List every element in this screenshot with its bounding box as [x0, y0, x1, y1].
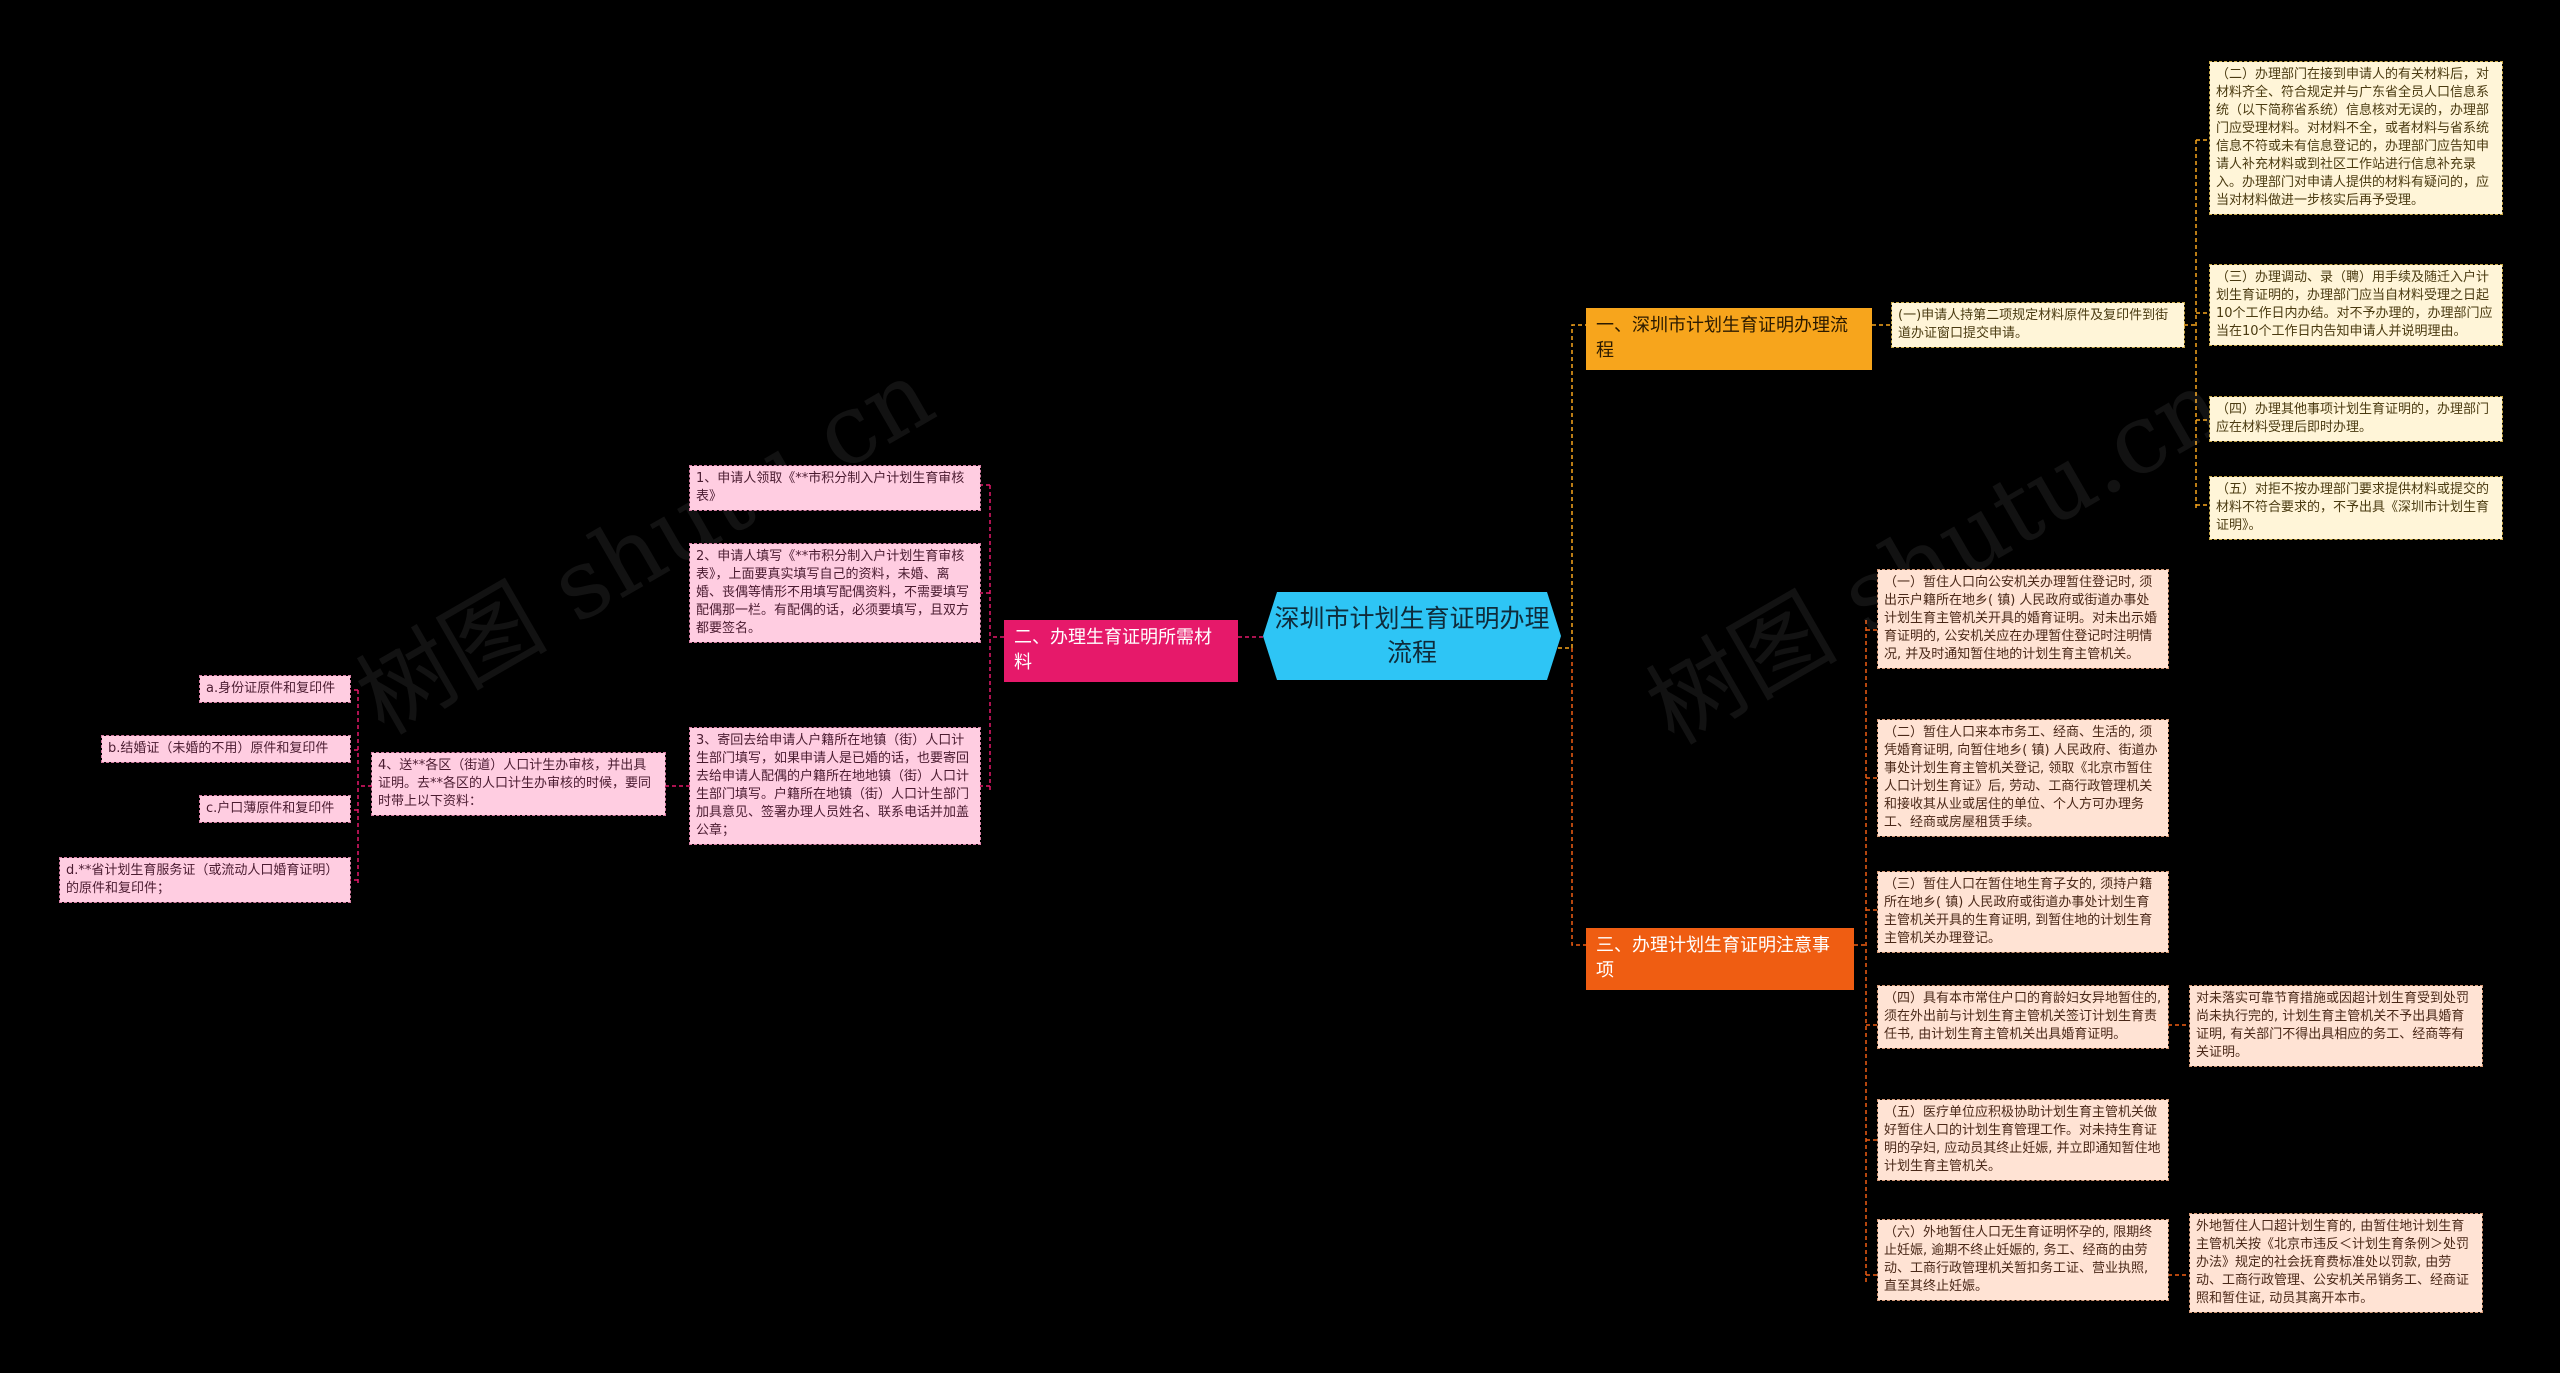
branch-3-item-text: （六）外地暂住人口无生育证明怀孕的, 限期终止妊娠, 逾期不终止妊娠的, 务工、… — [1884, 1225, 2153, 1294]
branch-1-step[interactable]: (一)申请人持第二项规定材料原件及复印件到街道办证窗口提交申请。 — [1891, 302, 2185, 348]
material-family-planning-cert[interactable]: d.**省计划生育服务证（或流动人口婚育证明）的原件和复印件； — [59, 857, 351, 903]
branch-3-topic[interactable]: 三、办理计划生育证明注意事项 — [1586, 928, 1854, 990]
branch-1-detail-text: （三）办理调动、录（聘）用手续及随迁入户计划生育证明的，办理部门应当自材料受理之… — [2216, 270, 2493, 339]
connector-b3-items — [1854, 620, 1878, 1283]
branch-2-item-2[interactable]: 2、申请人填写《**市积分制入户计划生育审核表》，上面要真实填写自己的资料，未婚… — [689, 543, 981, 643]
material-marriage-cert[interactable]: b.结婚证（未婚的不用）原件和复印件 — [101, 735, 351, 763]
connector-b2-items — [980, 484, 1004, 790]
branch-3-item-2[interactable]: （二）暂住人口来本市务工、经商、生活的, 须凭婚育证明, 向暂住地乡( 镇) 人… — [1877, 719, 2169, 837]
material-text: a.身份证原件和复印件 — [206, 681, 336, 696]
branch-2-item-text: 1、申请人领取《**市积分制入户计划生育审核表》 — [696, 471, 965, 504]
branch-3-item-5[interactable]: （五）医疗单位应积极协助计划生育主管机关做好暂住人口的计划生育管理工作。对未持生… — [1877, 1099, 2169, 1181]
branch-1-topic[interactable]: 一、深圳市计划生育证明办理流程 — [1586, 308, 1872, 370]
branch-1-detail-text: （二）办理部门在接到申请人的有关材料后，对材料齐全、符合规定并与广东省全员人口信… — [2216, 67, 2490, 208]
branch-3-item-4[interactable]: （四）具有本市常住户口的育龄妇女异地暂住的, 须在外出前与计划生育主管机关签订计… — [1877, 985, 2169, 1049]
material-household-book[interactable]: c.户口薄原件和复印件 — [199, 795, 351, 823]
material-text: d.**省计划生育服务证（或流动人口婚育证明）的原件和复印件； — [66, 863, 339, 896]
branch-2-item-4[interactable]: 4、送**各区（街道）人口计生办审核，并出具证明。去**各区的人口计生办审核的时… — [371, 752, 666, 816]
branch-1-step-text: (一)申请人持第二项规定材料原件及复印件到街道办证窗口提交申请。 — [1898, 308, 2169, 341]
branch-3-note-2[interactable]: 外地暂住人口超计划生育的, 由暂住地计划生育主管机关按《北京市违反＜计划生育条例… — [2189, 1213, 2483, 1313]
branch-3-label: 三、办理计划生育证明注意事项 — [1596, 935, 1830, 981]
branch-3-note-text: 对未落实可靠节育措施或因超计划生育受到处罚尚未执行完的, 计划生育主管机关不予出… — [2196, 991, 2470, 1060]
branch-1-detail-2[interactable]: （三）办理调动、录（聘）用手续及随迁入户计划生育证明的，办理部门应当自材料受理之… — [2209, 264, 2503, 346]
branch-3-item-text: （四）具有本市常住户口的育龄妇女异地暂住的, 须在外出前与计划生育主管机关签订计… — [1884, 991, 2162, 1042]
material-text: c.户口薄原件和复印件 — [206, 801, 335, 816]
branch-2-item-text: 4、送**各区（街道）人口计生办审核，并出具证明。去**各区的人口计生办审核的时… — [378, 758, 652, 809]
branch-1-detail-text: （四）办理其他事项计划生育证明的，办理部门应在材料受理后即时办理。 — [2216, 402, 2490, 435]
branch-1-label: 一、深圳市计划生育证明办理流程 — [1596, 315, 1848, 361]
connector-trunk-b1 — [1571, 324, 1586, 648]
branch-1-detail-4[interactable]: （五）对拒不按办理部门要求提供材料或提交的材料不符合要求的，不予出具《深圳市计划… — [2209, 476, 2503, 540]
connector-item4-materials — [350, 689, 372, 885]
branch-2-item-text: 2、申请人填写《**市积分制入户计划生育审核表》，上面要真实填写自己的资料，未婚… — [696, 549, 970, 636]
branch-3-item-text: （一）暂住人口向公安机关办理暂住登记时, 须出示户籍所在地乡( 镇) 人民政府或… — [1884, 575, 2158, 662]
material-id-card[interactable]: a.身份证原件和复印件 — [199, 675, 351, 703]
branch-3-item-text: （二）暂住人口来本市务工、经商、生活的, 须凭婚育证明, 向暂住地乡( 镇) 人… — [1884, 725, 2158, 830]
branch-1-detail-text: （五）对拒不按办理部门要求提供材料或提交的材料不符合要求的，不予出具《深圳市计划… — [2216, 482, 2490, 533]
root-topic[interactable]: 深圳市计划生育证明办理流程 — [1263, 592, 1561, 680]
material-text: b.结婚证（未婚的不用）原件和复印件 — [108, 741, 329, 756]
branch-3-item-3[interactable]: （三）暂住人口在暂住地生育子女的, 须持户籍所在地乡( 镇) 人民政府或街道办事… — [1877, 871, 2169, 953]
branch-3-note-text: 外地暂住人口超计划生育的, 由暂住地计划生育主管机关按《北京市违反＜计划生育条例… — [2196, 1219, 2470, 1306]
branch-3-item-text: （五）医疗单位应积极协助计划生育主管机关做好暂住人口的计划生育管理工作。对未持生… — [1884, 1105, 2161, 1174]
connector-step-details — [2184, 139, 2210, 510]
branch-3-item-text: （三）暂住人口在暂住地生育子女的, 须持户籍所在地乡( 镇) 人民政府或街道办事… — [1884, 877, 2153, 946]
branch-2-item-1[interactable]: 1、申请人领取《**市积分制入户计划生育审核表》 — [689, 465, 981, 511]
branch-1-detail-3[interactable]: （四）办理其他事项计划生育证明的，办理部门应在材料受理后即时办理。 — [2209, 396, 2503, 442]
branch-2-item-text: 3、寄回去给申请人户籍所在地镇（街）人口计生部门填写，如果申请人是已婚的话，也要… — [696, 733, 970, 838]
branch-3-item-1[interactable]: （一）暂住人口向公安机关办理暂住登记时, 须出示户籍所在地乡( 镇) 人民政府或… — [1877, 569, 2169, 669]
connector-trunk-b3 — [1571, 648, 1586, 946]
root-title: 深圳市计划生育证明办理流程 — [1274, 603, 1550, 667]
branch-1-detail-1[interactable]: （二）办理部门在接到申请人的有关材料后，对材料齐全、符合规定并与广东省全员人口信… — [2209, 61, 2503, 215]
branch-2-item-3[interactable]: 3、寄回去给申请人户籍所在地镇（街）人口计生部门填写，如果申请人是已婚的话，也要… — [689, 727, 981, 845]
branch-2-label: 二、办理生育证明所需材料 — [1014, 627, 1212, 673]
branch-2-topic[interactable]: 二、办理生育证明所需材料 — [1004, 620, 1238, 682]
branch-3-item-6[interactable]: （六）外地暂住人口无生育证明怀孕的, 限期终止妊娠, 逾期不终止妊娠的, 务工、… — [1877, 1219, 2169, 1301]
branch-3-note-1[interactable]: 对未落实可靠节育措施或因超计划生育受到处罚尚未执行完的, 计划生育主管机关不予出… — [2189, 985, 2483, 1067]
